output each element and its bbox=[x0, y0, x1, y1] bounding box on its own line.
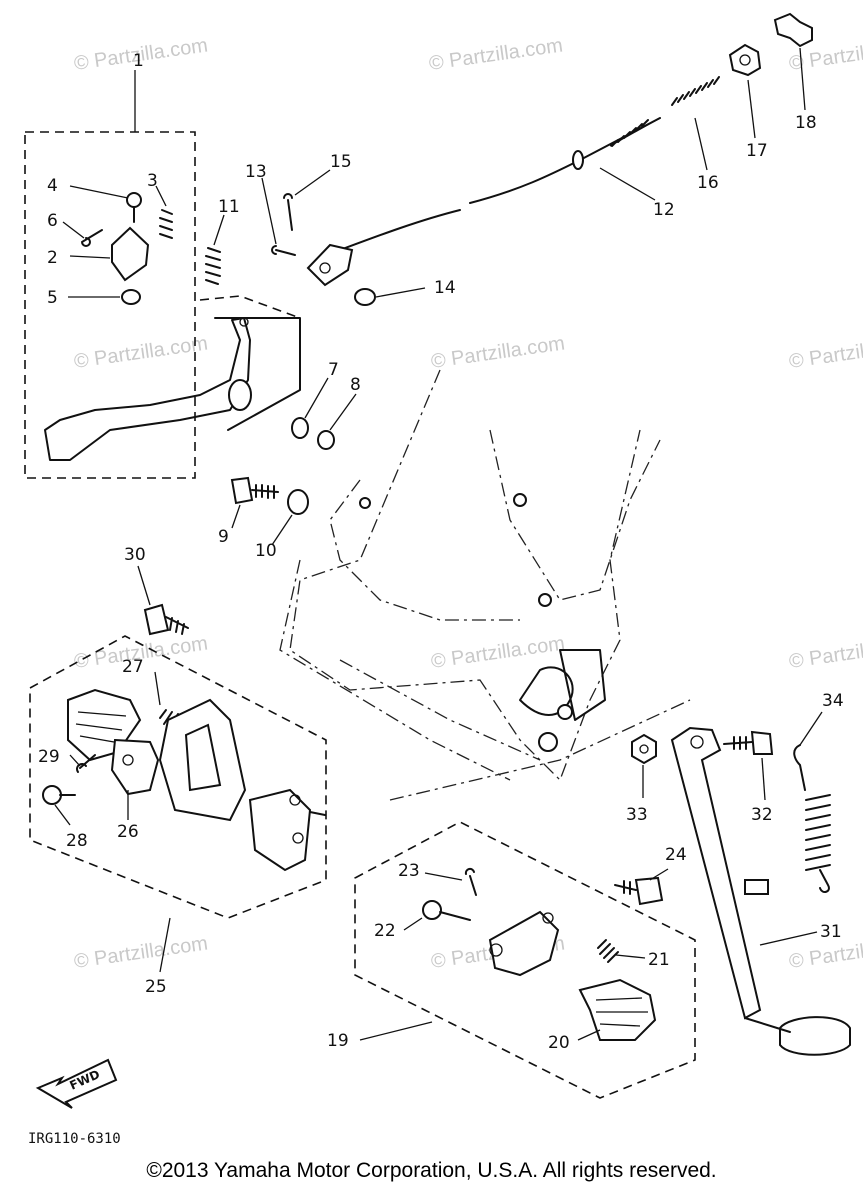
pin-part-13 bbox=[271, 245, 296, 256]
callout-11: 11 bbox=[218, 197, 240, 217]
clip-part-8 bbox=[317, 430, 335, 450]
nut-part-17 bbox=[728, 43, 762, 77]
callout-30: 30 bbox=[124, 545, 146, 565]
callout-27: 27 bbox=[122, 657, 144, 677]
pin-part-22 bbox=[422, 900, 442, 920]
watermark: © Partzilla.com bbox=[428, 34, 565, 75]
watermark: © Partzilla.com bbox=[73, 932, 210, 973]
bolt-part-32 bbox=[750, 730, 774, 755]
frame-outline bbox=[279, 369, 691, 801]
right-footrest bbox=[422, 867, 664, 1041]
cotter-part-15 bbox=[283, 193, 293, 231]
watermark: © Partzilla.com bbox=[430, 632, 567, 673]
bolt-part-9 bbox=[230, 476, 254, 505]
callout-16: 16 bbox=[697, 173, 719, 193]
brake-pedal-assembly-box bbox=[24, 131, 196, 479]
callout-24: 24 bbox=[665, 845, 687, 865]
watermark: © Partzilla.com bbox=[788, 632, 863, 673]
callout-18: 18 bbox=[795, 113, 817, 133]
brake-rod bbox=[306, 117, 661, 287]
callout-6: 6 bbox=[47, 211, 58, 231]
callout-4: 4 bbox=[47, 176, 58, 196]
frame-mount-hole bbox=[538, 593, 552, 607]
bracket-part-2 bbox=[111, 226, 150, 282]
bolt-part-24 bbox=[634, 876, 664, 906]
callout-25: 25 bbox=[145, 977, 167, 997]
watermark: © Partzilla.com bbox=[788, 332, 863, 373]
watermark: © Partzilla.com bbox=[430, 332, 567, 373]
frame-mount-hole bbox=[538, 732, 558, 752]
callout-21: 21 bbox=[648, 950, 670, 970]
callout-17: 17 bbox=[746, 141, 768, 161]
pedal-small-parts bbox=[81, 192, 221, 305]
callout-3: 3 bbox=[147, 171, 158, 191]
sidestand bbox=[670, 726, 851, 1056]
callout-1: 1 bbox=[133, 51, 144, 71]
callout-7: 7 bbox=[328, 360, 339, 380]
frame-mount-hole bbox=[557, 704, 573, 720]
watermark-group: © Partzilla.com © Partzilla.com © Partzi… bbox=[73, 34, 863, 973]
callout-34: 34 bbox=[822, 691, 844, 711]
spring-part-21 bbox=[597, 939, 619, 963]
washer-part-5 bbox=[121, 289, 141, 305]
washer-part-14 bbox=[354, 288, 376, 306]
callout-14: 14 bbox=[434, 278, 456, 298]
callout-10: 10 bbox=[255, 541, 277, 561]
frame-mount-hole bbox=[513, 493, 527, 507]
left-footrest bbox=[42, 688, 185, 805]
nut-part-33 bbox=[631, 733, 657, 765]
callout-22: 22 bbox=[374, 921, 396, 941]
footpeg-part-20 bbox=[578, 978, 657, 1041]
right-footrest-box bbox=[354, 821, 696, 1099]
left-footrest-box bbox=[29, 635, 327, 919]
watermark: © Partzilla.com bbox=[73, 332, 210, 373]
callout-26: 26 bbox=[117, 822, 139, 842]
cotter-part-23 bbox=[464, 867, 477, 896]
callout-28: 28 bbox=[66, 831, 88, 851]
callout-13: 13 bbox=[245, 162, 267, 182]
pin-part-28 bbox=[42, 785, 62, 805]
collar-part-10 bbox=[287, 489, 309, 515]
callout-12: 12 bbox=[653, 200, 675, 220]
diagram-code: IRG110-6310 bbox=[28, 1131, 121, 1147]
wing-nut-part-18 bbox=[773, 12, 813, 48]
callout-8: 8 bbox=[350, 375, 361, 395]
callout-33: 33 bbox=[626, 805, 648, 825]
washer-part-7 bbox=[291, 417, 309, 439]
callout-15: 15 bbox=[330, 152, 352, 172]
frame-mount-hole bbox=[359, 497, 371, 509]
clevis-part bbox=[306, 243, 354, 287]
callout-23: 23 bbox=[398, 861, 420, 881]
spring-part-34 bbox=[793, 744, 831, 893]
bolt-part-30 bbox=[143, 603, 170, 636]
callout-32: 32 bbox=[751, 805, 773, 825]
copyright-notice: ©2013 Yamaha Motor Corporation, U.S.A. A… bbox=[146, 1159, 717, 1182]
callout-31: 31 bbox=[820, 922, 842, 942]
left-footrest-bracket bbox=[158, 698, 326, 872]
fwd-arrow-icon: FWD bbox=[35, 1058, 118, 1109]
callout-29: 29 bbox=[38, 747, 60, 767]
bolt-part-4 bbox=[126, 192, 142, 208]
callout-20: 20 bbox=[548, 1033, 570, 1053]
callout-19: 19 bbox=[327, 1031, 349, 1051]
brake-pedal bbox=[44, 295, 301, 461]
callout-9: 9 bbox=[218, 527, 229, 547]
spring-part-16 bbox=[671, 76, 720, 106]
callout-2: 2 bbox=[47, 248, 58, 268]
callout-5: 5 bbox=[47, 288, 58, 308]
